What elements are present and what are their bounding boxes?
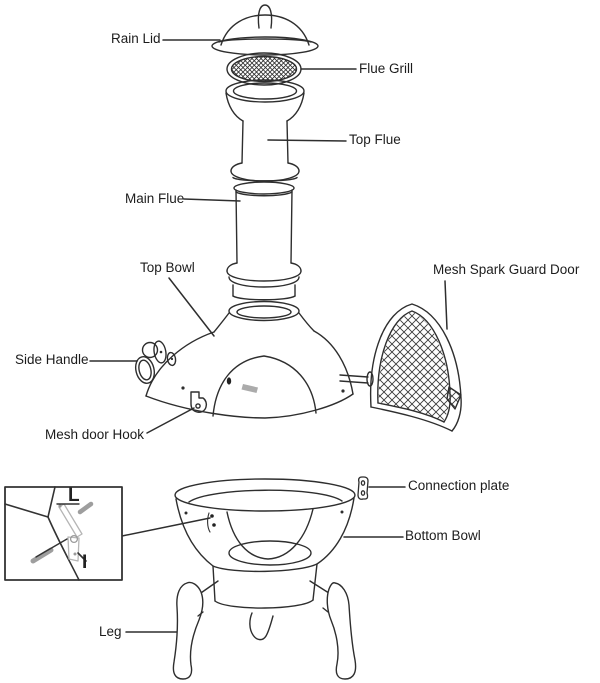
label-leg: Leg (99, 624, 122, 639)
top-bowl-drawing (145, 300, 374, 419)
right-leg (326, 582, 357, 680)
connection-plate-drawing (357, 476, 369, 500)
label-top-flue: Top Flue (349, 132, 401, 147)
leader-lines (89, 39, 448, 633)
label-mesh-door-hook: Mesh door Hook (45, 427, 145, 442)
label-main-flue: Main Flue (125, 191, 185, 206)
rain-lid-drawing (211, 4, 319, 56)
flue-grill-drawing (226, 52, 302, 86)
side-handle-drawing (134, 340, 177, 384)
leader-main-flue (183, 198, 241, 202)
label-side-handle: Side Handle (15, 352, 89, 367)
legs-drawing (172, 581, 357, 680)
leader-mesh-hook (146, 407, 195, 434)
main-flue-drawing (226, 181, 302, 301)
front-leg-outline (249, 612, 274, 641)
label-mesh-spark-guard-door: Mesh Spark Guard Door (433, 262, 580, 277)
mesh-door-hook-drawing (190, 391, 208, 413)
leader-top-bowl (168, 277, 215, 337)
left-leg (172, 581, 204, 680)
leg-attachment-inset (4, 486, 123, 581)
label-flue-grill: Flue Grill (359, 61, 414, 76)
top-flue-drawing (225, 79, 305, 182)
label-top-bowl: Top Bowl (140, 260, 195, 275)
inset-label-l: L (68, 485, 80, 506)
label-bottom-bowl: Bottom Bowl (405, 528, 481, 543)
bottom-bowl-drawing (174, 478, 356, 609)
label-connection-plate: Connection plate (408, 478, 510, 493)
leader-inset (121, 517, 211, 537)
mesh-spark-guard-door-drawing (369, 303, 462, 432)
leader-top-flue (267, 139, 347, 142)
leader-mesh-door (444, 280, 448, 330)
label-rain-lid: Rain Lid (111, 31, 161, 46)
inset-label-i: I (82, 552, 88, 573)
